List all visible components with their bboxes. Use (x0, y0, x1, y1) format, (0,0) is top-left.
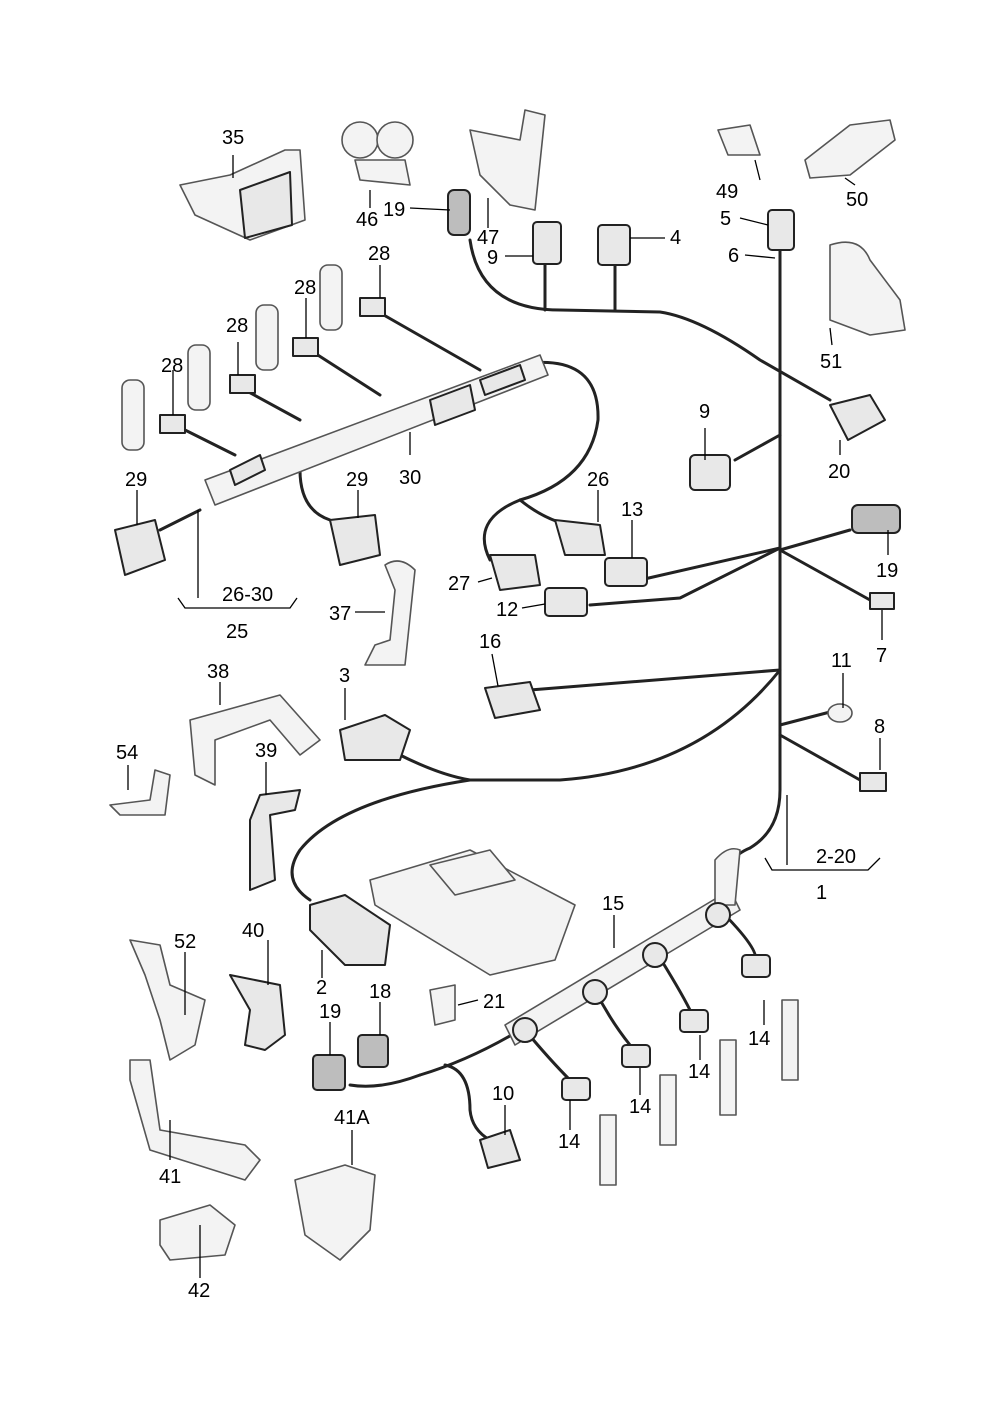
label-8: 8 (874, 716, 885, 738)
leader-lines (127, 155, 889, 1278)
sensor-18 (357, 1034, 389, 1068)
clip-50 (804, 119, 896, 179)
label-1: 1 (816, 882, 827, 904)
hose-21 (429, 984, 456, 1026)
coil-harness-sheath-15 (504, 847, 741, 1046)
label-41a: 41A (334, 1107, 370, 1129)
connector-5-6 (767, 209, 795, 251)
label-38: 38 (207, 661, 229, 683)
clip-54 (109, 769, 171, 816)
component-3 (339, 714, 411, 761)
connector-12 (544, 587, 588, 617)
bracket-42 (159, 1204, 236, 1261)
label-14-a: 14 (748, 1028, 770, 1050)
ring-terminal-11 (827, 703, 853, 723)
label-7: 7 (876, 645, 887, 667)
label-26: 26 (587, 469, 609, 491)
label-11: 11 (831, 650, 852, 672)
connector-16 (484, 681, 541, 719)
ignition-coils-14 (561, 954, 799, 1186)
label-25: 25 (226, 621, 248, 643)
label-13: 13 (621, 499, 643, 521)
label-18: 18 (369, 981, 391, 1003)
label-35: 35 (222, 127, 244, 149)
sensor-19-bottom (312, 1054, 346, 1091)
connector-7 (869, 592, 895, 610)
label-37: 37 (329, 603, 351, 625)
label-39: 39 (255, 740, 277, 762)
label-6: 6 (728, 245, 739, 267)
label-47: 47 (477, 227, 499, 249)
label-14-b: 14 (688, 1061, 710, 1083)
connector-29-right (329, 514, 381, 566)
label-51: 51 (820, 351, 842, 373)
bracket-47 (469, 109, 546, 211)
label-42: 42 (188, 1280, 210, 1302)
label-49: 49 (716, 181, 738, 203)
connector-4 (597, 224, 631, 266)
bracket-37 (364, 560, 416, 666)
ecu-module (369, 849, 576, 976)
label-41: 41 (159, 1166, 181, 1188)
label-30: 30 (399, 467, 421, 489)
label-52: 52 (174, 931, 196, 953)
label-9-mid: 9 (699, 401, 710, 423)
callout-labels: 35 46 19 47 9 4 5 6 49 50 51 20 9 19 7 1… (116, 127, 898, 1302)
label-29-left: 29 (125, 469, 147, 491)
bracket-38 (189, 694, 321, 786)
label-28-d: 28 (161, 355, 183, 377)
bracket-41a (294, 1164, 376, 1261)
label-19-right: 19 (876, 560, 898, 582)
sensor-10 (479, 1129, 521, 1169)
label-15: 15 (602, 893, 624, 915)
connector-20 (829, 394, 886, 441)
label-54: 54 (116, 742, 138, 764)
label-28-a: 28 (368, 243, 390, 265)
injectors-28 (121, 264, 386, 451)
sensor-19-right (851, 504, 901, 534)
label-20: 20 (828, 461, 850, 483)
bracket-35 (179, 149, 306, 241)
label-28-b: 28 (294, 277, 316, 299)
label-28-c: 28 (226, 315, 248, 337)
connector-27 (489, 554, 541, 591)
bracket-39 (249, 789, 301, 891)
connector-9-top (532, 221, 562, 265)
label-5: 5 (720, 208, 731, 230)
label-2: 2 (316, 977, 327, 999)
label-50: 50 (846, 189, 868, 211)
label-12: 12 (496, 599, 518, 621)
connector-9-mid (689, 454, 731, 491)
clip-51 (829, 241, 906, 336)
connector-8 (859, 772, 887, 792)
label-9-top: 9 (487, 247, 498, 269)
label-40: 40 (242, 920, 264, 942)
sensor-19-top (447, 189, 471, 236)
label-14-c: 14 (629, 1096, 651, 1118)
label-46: 46 (356, 209, 378, 231)
label-26-30: 26-30 (222, 584, 273, 606)
bracket-52 (129, 939, 206, 1061)
label-3: 3 (339, 665, 350, 687)
connector-13 (604, 557, 648, 587)
clip-49 (717, 124, 761, 156)
module-2 (309, 894, 391, 966)
clip-46 (341, 121, 414, 186)
label-21: 21 (483, 991, 505, 1013)
label-19-bottom: 19 (319, 1001, 341, 1023)
fuel-rail-harness-30 (204, 354, 549, 506)
label-14-d: 14 (558, 1131, 580, 1153)
label-10: 10 (492, 1083, 514, 1105)
connector-26 (554, 519, 606, 556)
label-2-20: 2-20 (816, 846, 856, 868)
label-4: 4 (670, 227, 681, 249)
connector-29-left (114, 519, 166, 576)
label-27: 27 (448, 573, 470, 595)
bracket-41 (129, 1059, 261, 1181)
label-19-top: 19 (383, 199, 405, 221)
bracket-40 (229, 974, 286, 1051)
label-16: 16 (479, 631, 501, 653)
label-29-right: 29 (346, 469, 368, 491)
